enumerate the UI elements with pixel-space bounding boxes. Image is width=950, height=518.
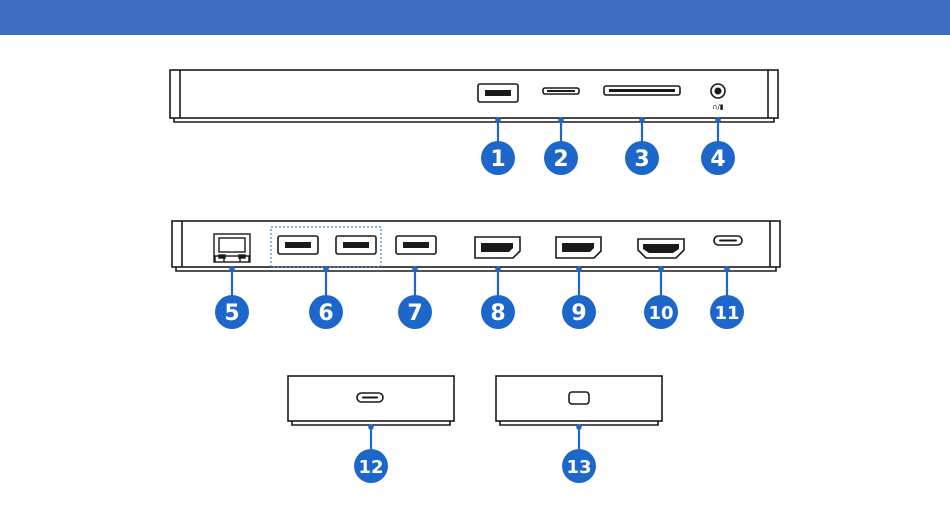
- front-panel: [170, 70, 778, 122]
- displayport-icon: [556, 237, 601, 258]
- callout-badge-10: 10: [644, 295, 678, 329]
- callout-number: 12: [358, 457, 383, 478]
- callout-badge-4: 4: [701, 141, 735, 175]
- callout-number: 9: [571, 301, 586, 326]
- callout-number: 5: [224, 301, 239, 326]
- callout-number: 8: [490, 301, 505, 326]
- callout-number: 3: [634, 147, 649, 172]
- callout-number: 2: [553, 147, 568, 172]
- callout-badge-12: 12: [354, 449, 388, 483]
- hdmi-port-icon: [638, 239, 684, 258]
- dc-power-port-icon: [569, 392, 589, 404]
- callout-number: 7: [407, 301, 422, 326]
- audio-symbol-label: ∩/▮: [712, 103, 723, 111]
- callout-badge-6: 6: [309, 295, 343, 329]
- usb-c-port-icon: [714, 236, 742, 245]
- callout-number: 11: [714, 303, 739, 324]
- callout-badge-5: 5: [215, 295, 249, 329]
- sd-card-slot-icon: [604, 86, 680, 95]
- callout-number: 1: [490, 147, 505, 172]
- callout-number: 10: [648, 303, 673, 324]
- callout-badge-11: 11: [710, 295, 744, 329]
- callout-badge-2: 2: [544, 141, 578, 175]
- usb-c-port-icon: [357, 393, 383, 402]
- callout-badge-1: 1: [481, 141, 515, 175]
- callout-badge-3: 3: [625, 141, 659, 175]
- callout-badge-13: 13: [562, 449, 596, 483]
- callout-number: 13: [566, 457, 591, 478]
- microsd-slot-icon: [543, 88, 579, 94]
- callout-badge-7: 7: [398, 295, 432, 329]
- callout-badge-9: 9: [562, 295, 596, 329]
- callout-badge-8: 8: [481, 295, 515, 329]
- callout-number: 6: [318, 301, 333, 326]
- displayport-icon: [475, 237, 520, 258]
- callout-number: 4: [710, 147, 725, 172]
